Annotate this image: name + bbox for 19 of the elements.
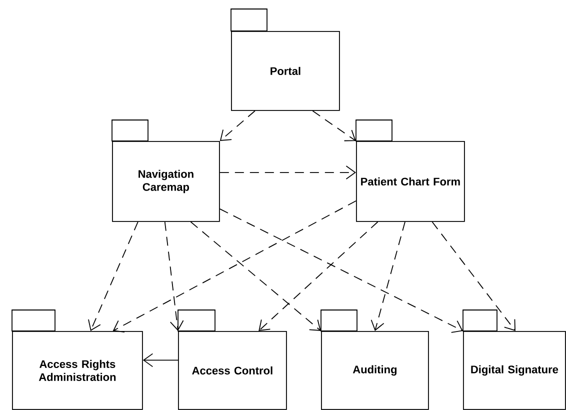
dependency-arrow [220,110,256,141]
package-box: Access Rights Administration [12,310,143,410]
package-box: Auditing [320,310,429,410]
package-box: Navigation Caremap [112,120,220,222]
dependency-arrow [112,200,356,333]
dependency-arrow [88,221,138,331]
package-box: Patient Chart Form [356,120,465,222]
dependency-arrow [219,208,463,333]
package-box: Access Control [178,310,287,410]
dependency-arrow [219,166,356,180]
dependency-arrow [432,221,516,331]
dependency-arrow [190,221,321,331]
package-box: Digital Signature [462,310,566,410]
dependency-arrow [370,221,406,331]
dependency-arrow [164,221,184,331]
dependency-arrow [312,110,356,142]
package-box: Portal [230,8,340,111]
dependency-arrow [258,221,378,331]
dependency-arrow [142,353,178,368]
